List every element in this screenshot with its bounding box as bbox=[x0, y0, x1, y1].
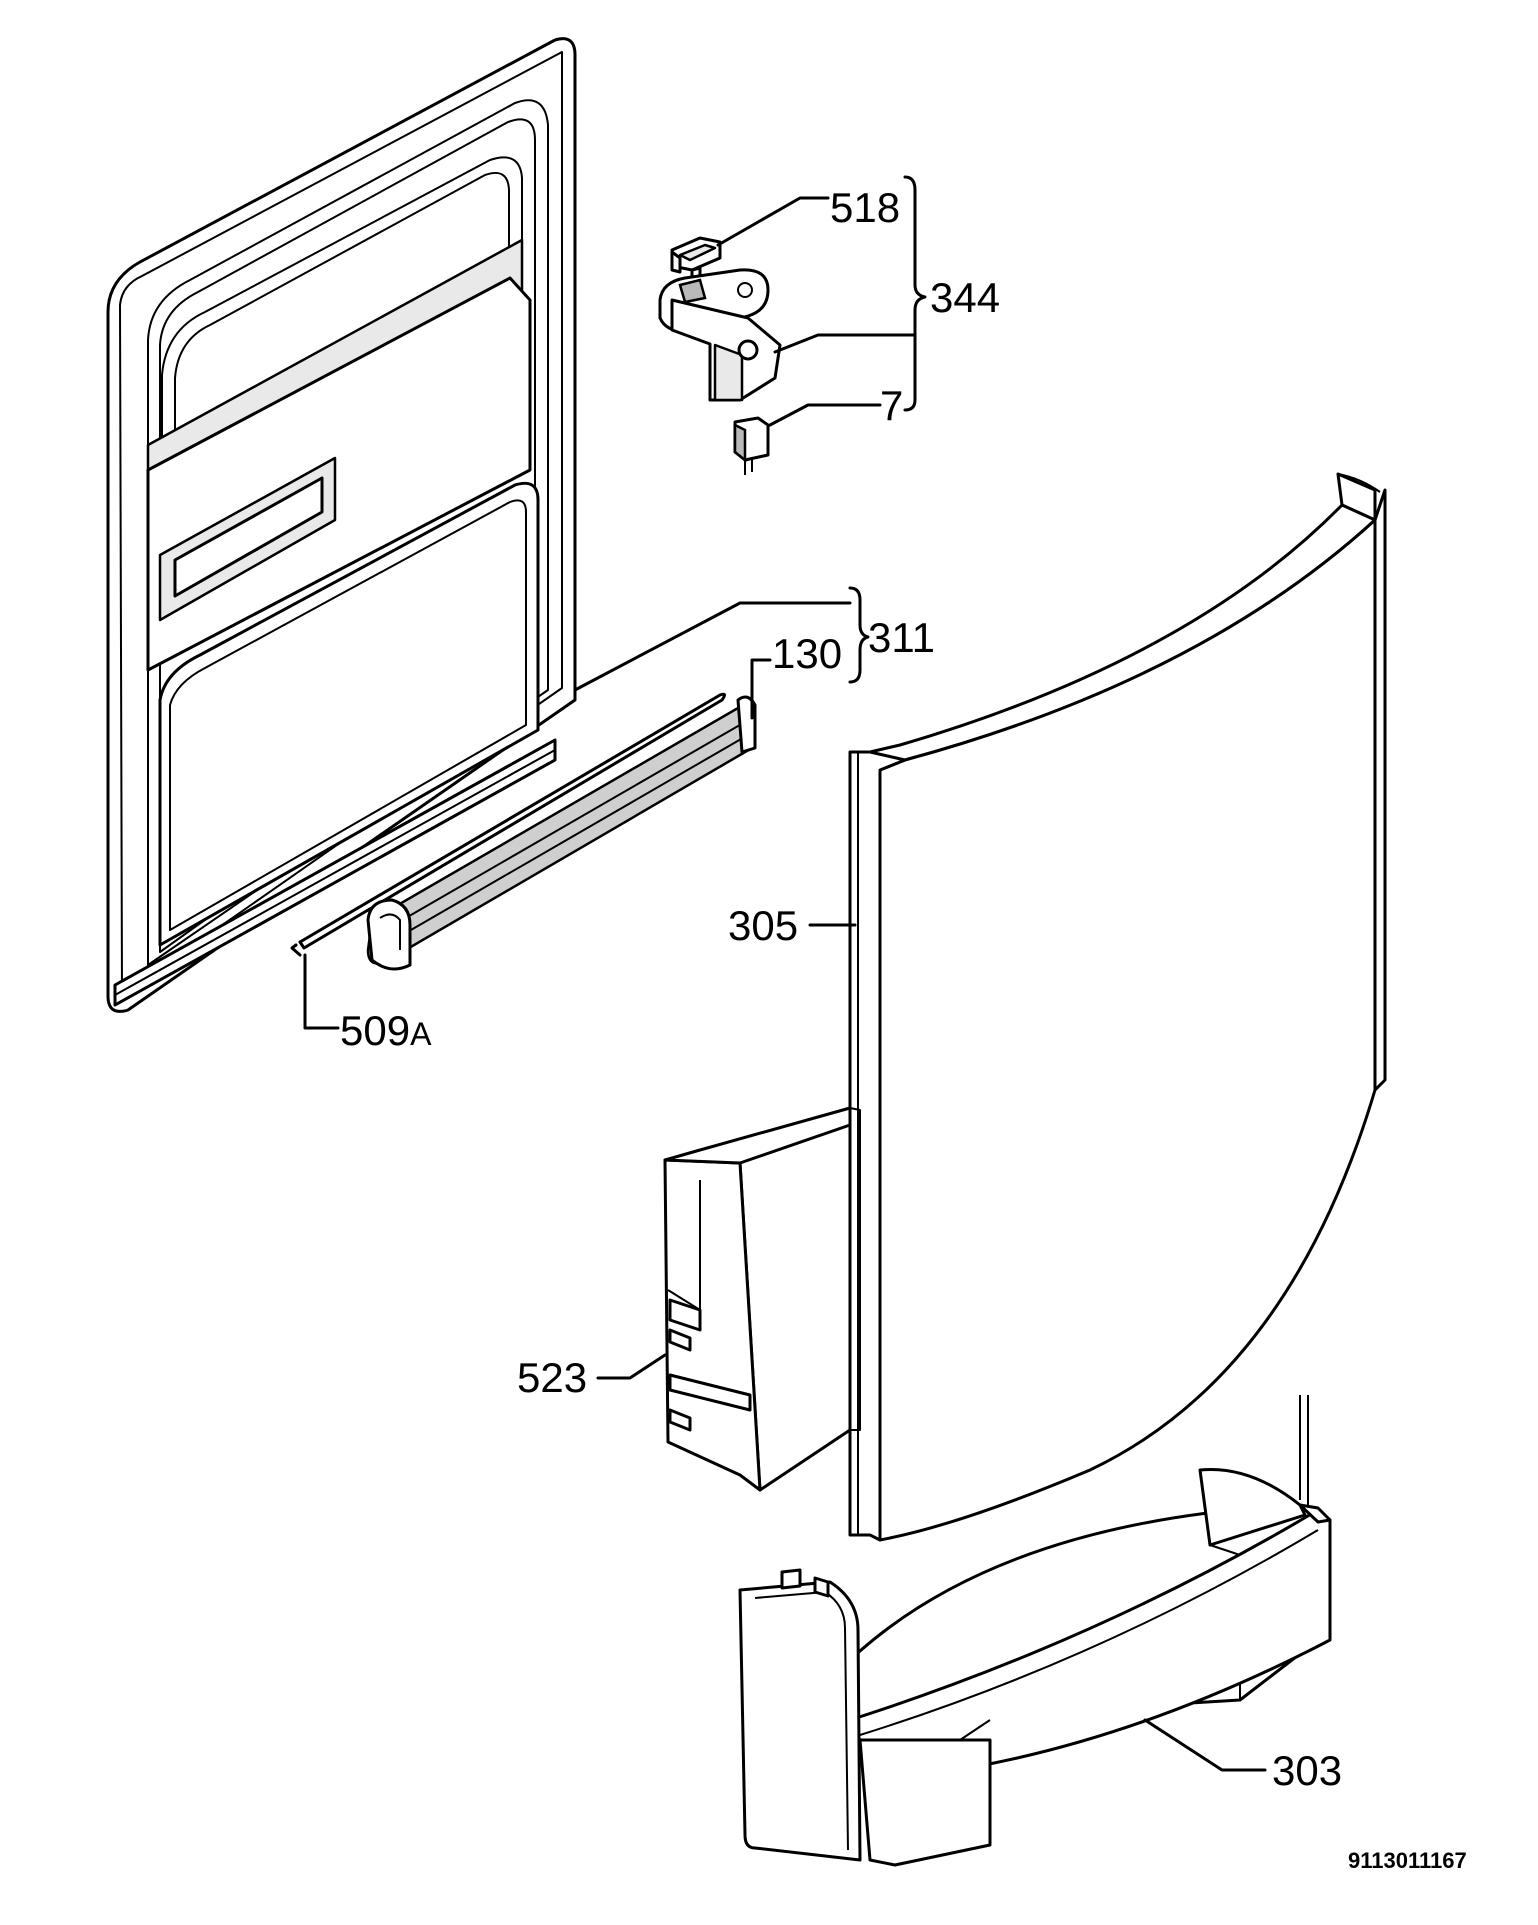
leader-lines bbox=[303, 175, 1267, 1772]
base-trim bbox=[738, 1395, 1332, 1867]
label-130: 130 bbox=[772, 630, 842, 677]
label-518: 518 bbox=[830, 184, 900, 231]
label-311: 311 bbox=[868, 614, 935, 661]
door-seal bbox=[366, 695, 757, 971]
label-344: 344 bbox=[930, 274, 1000, 321]
outer-door-panel bbox=[848, 472, 1387, 1542]
inner-door-panel bbox=[106, 37, 577, 1013]
label-7: 7 bbox=[880, 382, 903, 429]
door-lock-assembly bbox=[658, 236, 782, 475]
label-523: 523 bbox=[517, 1354, 587, 1401]
label-303: 303 bbox=[1272, 1747, 1342, 1794]
label-509-suffix: A bbox=[410, 1016, 432, 1052]
label-509a: 509A bbox=[340, 1007, 432, 1054]
label-509-number: 509 bbox=[340, 1007, 410, 1054]
control-module bbox=[663, 1106, 861, 1492]
label-305: 305 bbox=[728, 902, 798, 949]
diagram-code: 9113011167 bbox=[1348, 1848, 1467, 1873]
hinge-rod bbox=[290, 692, 727, 957]
